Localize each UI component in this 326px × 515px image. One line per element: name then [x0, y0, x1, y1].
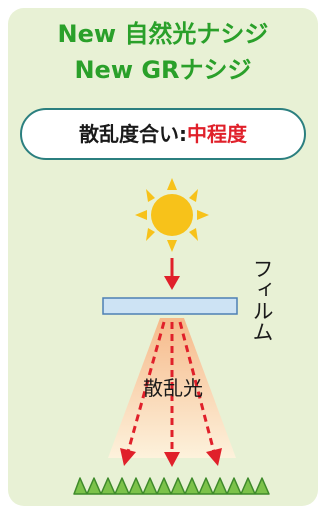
- scatter-degree-value: 中程度: [187, 122, 247, 146]
- grass: [73, 477, 270, 495]
- sun-icon: [135, 178, 209, 252]
- arrow-head-center: [164, 452, 180, 467]
- incoming-light-arrow: [164, 258, 180, 290]
- arrow-head-left: [120, 448, 136, 466]
- title-line-1: New 自然光ナシジ: [57, 20, 269, 48]
- arrow-head-right: [206, 448, 222, 466]
- scatter-degree-box: 散乱度合い:中程度: [20, 108, 306, 160]
- scattered-light-label: 散乱光: [143, 376, 203, 400]
- film-sheet: [102, 297, 238, 315]
- scatter-degree-label: 散乱度合い:: [79, 122, 187, 146]
- film-label: フィルム: [250, 258, 274, 342]
- scattered-light-arrows: [126, 321, 216, 453]
- title-line-2: New GRナシジ: [74, 56, 252, 84]
